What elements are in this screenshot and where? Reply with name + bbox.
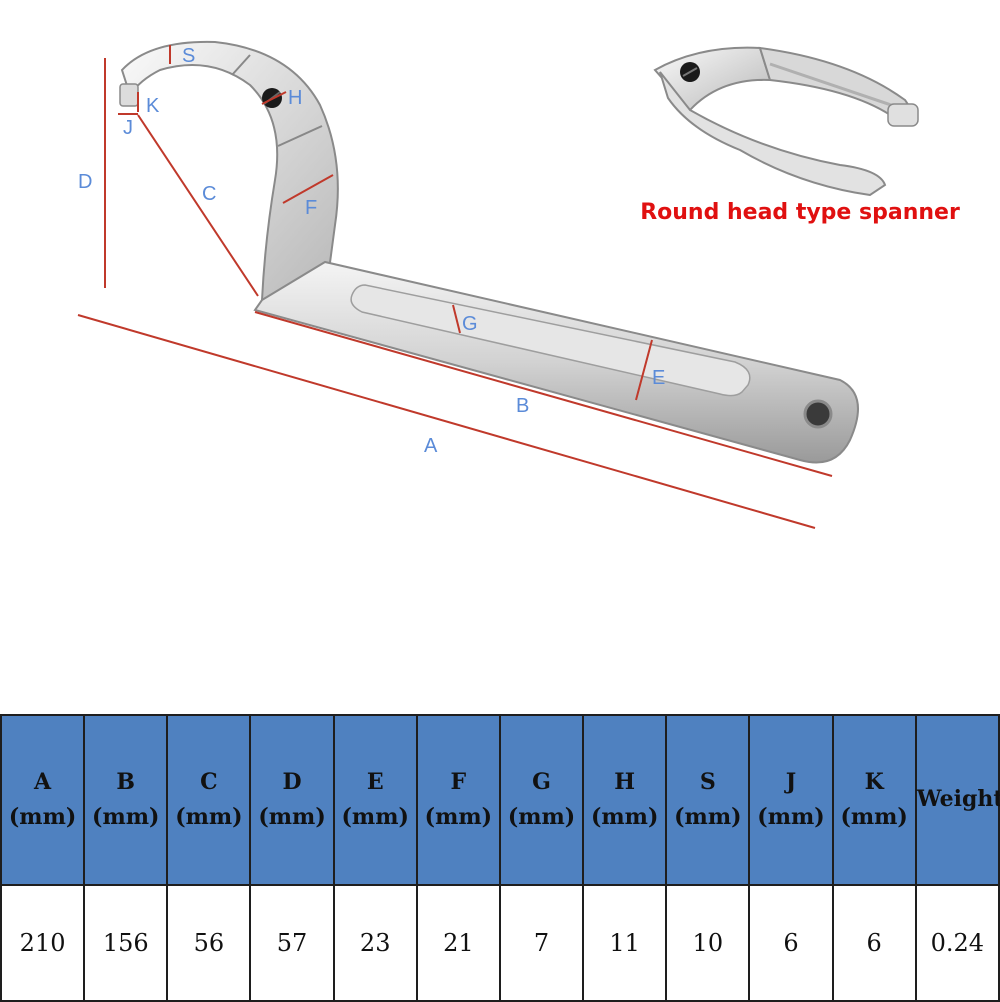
header-unit: (mm) (8, 804, 77, 830)
handle-groove (350, 284, 751, 397)
header-name: H (614, 768, 636, 795)
value-G: 7 (498, 884, 585, 1002)
label-A: A (424, 435, 438, 457)
header-weight: Weight (914, 714, 1000, 886)
header-K: K (mm) (831, 714, 917, 886)
label-C: C (202, 183, 216, 205)
value-A: 210 (0, 884, 86, 1002)
label-J: J (123, 117, 133, 139)
value-F: 21 (415, 884, 501, 1002)
label-F: F (305, 197, 317, 219)
header-unit: (mm) (840, 804, 908, 830)
header-F: F (mm) (415, 714, 501, 886)
header-D: D (mm) (249, 714, 335, 886)
value-weight: 0.24 (914, 884, 1000, 1002)
header-E: E (mm) (332, 714, 418, 886)
header-unit: (mm) (424, 804, 493, 830)
value-J: 6 (748, 884, 834, 1002)
header-name: K (864, 768, 884, 795)
value-C: 56 (166, 884, 252, 1002)
header-name: S (699, 768, 716, 795)
header-C: C (mm) (166, 714, 252, 886)
value-E: 23 (332, 884, 418, 1002)
value-H: 11 (582, 884, 668, 1002)
header-name: A (34, 768, 52, 795)
header-name: C (200, 768, 218, 795)
value-B: 156 (83, 884, 169, 1002)
header-unit: (mm) (757, 804, 825, 830)
header-name: G (532, 768, 551, 795)
label-G: G (462, 313, 478, 335)
label-H: H (288, 87, 302, 109)
header-name: D (282, 768, 302, 795)
header-unit: (mm) (341, 804, 409, 830)
value-K: 6 (831, 884, 917, 1002)
header-unit: (mm) (590, 804, 659, 830)
header-unit: (mm) (175, 804, 243, 830)
value-S: 10 (665, 884, 751, 1002)
label-D: D (78, 171, 92, 193)
table-header-row: A (mm) B (mm) C (mm) D (mm) E (mm) F (mm) G (mm… (0, 714, 1000, 886)
header-name: E (366, 768, 384, 795)
header-unit: (mm) (507, 804, 576, 830)
label-K: K (146, 95, 160, 117)
spec-table: A (mm) B (mm) C (mm) D (mm) E (mm) F (mm) G (mm… (0, 714, 1000, 1002)
wrench-hook (120, 40, 339, 301)
table-row: 210 156 56 57 23 21 7 11 10 6 6 0.24 (0, 884, 1000, 1002)
header-unit: (mm) (674, 804, 742, 830)
header-name: B (116, 768, 136, 795)
header-name: J (785, 768, 797, 795)
header-name: Weight (916, 786, 1000, 813)
header-A: A (mm) (0, 714, 86, 886)
header-G: G (mm) (498, 714, 585, 886)
label-E: E (652, 367, 665, 389)
value-D: 57 (249, 884, 335, 1002)
wrench-handle (253, 260, 859, 464)
header-unit: (mm) (258, 804, 326, 830)
dimension-lines (77, 45, 833, 529)
inset-caption: Round head type spanner (640, 200, 960, 225)
hook-pin (119, 83, 139, 107)
handle-hole (803, 399, 833, 429)
label-B: B (516, 395, 529, 417)
inset-spanner-photo (653, 46, 919, 197)
header-unit: (mm) (92, 804, 160, 830)
header-B: B (mm) (83, 714, 169, 886)
wrench-diagram: D C A B S F H G E J K (77, 40, 919, 529)
header-S: S (mm) (665, 714, 751, 886)
header-H: H (mm) (582, 714, 668, 886)
header-J: J (mm) (748, 714, 834, 886)
label-S: S (182, 45, 195, 67)
header-name: F (450, 768, 467, 795)
